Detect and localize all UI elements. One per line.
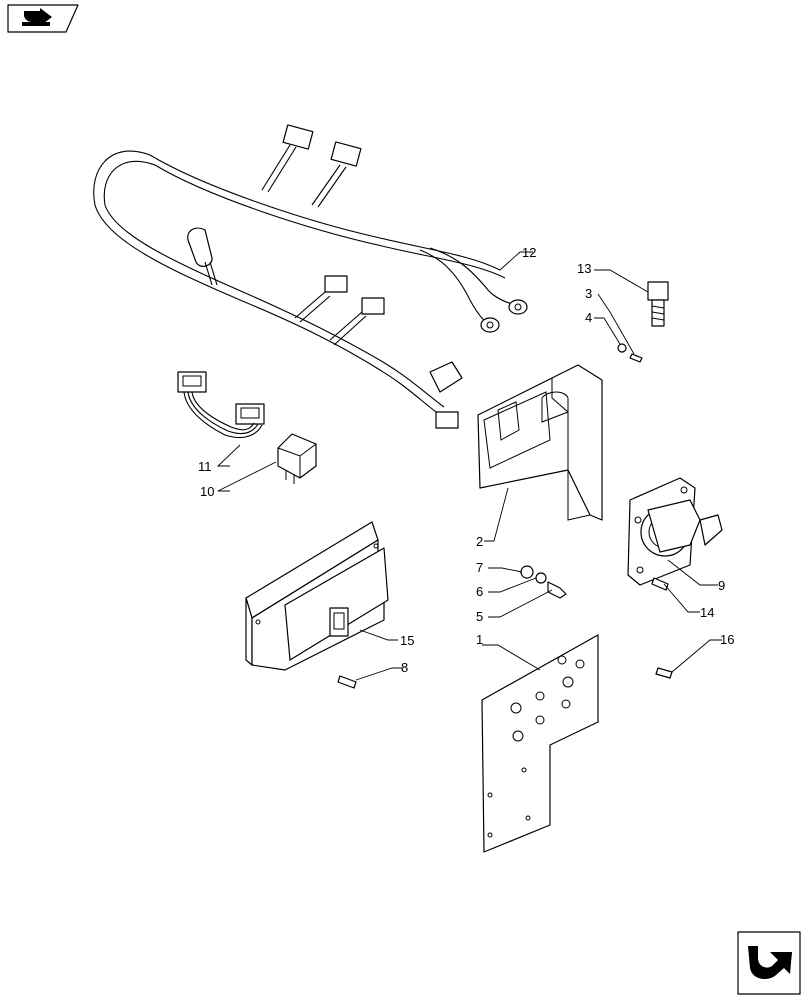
callout-9: 9: [718, 578, 725, 593]
callout-3: 3: [585, 286, 592, 301]
control-module: [245, 521, 389, 671]
socket: [627, 477, 723, 586]
callout-14: 14: [700, 605, 714, 620]
callout-8: 8: [401, 660, 408, 675]
relay: [277, 433, 317, 484]
mounting-plate: [481, 634, 599, 853]
wiring-harness: [93, 124, 528, 429]
callout-15: 15: [400, 633, 414, 648]
callout-1: 1: [476, 632, 483, 647]
callout-10: 10: [200, 484, 214, 499]
callout-16: 16: [720, 632, 734, 647]
leader-lines: [216, 251, 722, 681]
callout-11: 11: [198, 459, 212, 474]
callout-5: 5: [476, 609, 483, 624]
book-arrow-icon[interactable]: [7, 4, 79, 33]
callout-2: 2: [476, 534, 483, 549]
callout-6: 6: [476, 584, 483, 599]
mounting-bracket: [477, 364, 603, 521]
callout-12: 12: [522, 245, 536, 260]
fasteners: [337, 281, 673, 689]
jumper-harness: [177, 371, 265, 439]
next-page-arrow-icon[interactable]: [737, 931, 801, 995]
callout-labels: 1 2 3 4 5 6 7 8 9 10 11 12 13 14 15 16: [198, 245, 734, 675]
callout-4: 4: [585, 310, 592, 325]
callout-7: 7: [476, 560, 483, 575]
callout-13: 13: [577, 261, 591, 276]
